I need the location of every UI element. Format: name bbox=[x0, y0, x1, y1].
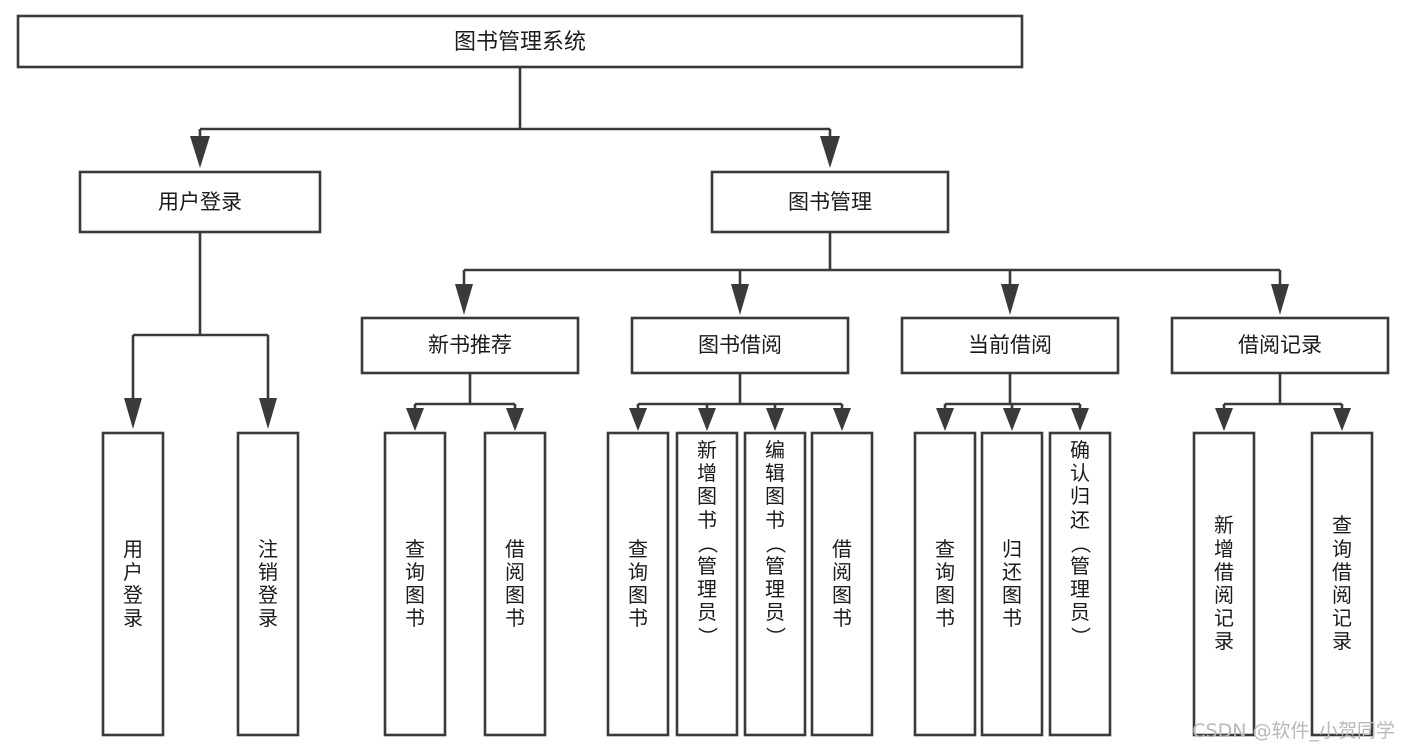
arrow-root-to-user-login bbox=[190, 136, 210, 168]
node-borrow-record-box[interactable] bbox=[1170, 316, 1390, 375]
arrow-bm-to-current-borrow bbox=[1001, 284, 1019, 315]
node-book-borrow[interactable]: 图书借阅 bbox=[630, 316, 850, 375]
connector-group-user-login bbox=[124, 232, 277, 429]
node-book-borrow-label: 图书借阅 bbox=[698, 333, 782, 357]
node-user-login-box[interactable] bbox=[78, 170, 322, 234]
arrow-bb-leaf4 bbox=[833, 408, 851, 431]
leaf-box-user-login-1[interactable] bbox=[101, 431, 165, 737]
arrow-bb-leaf1 bbox=[629, 408, 647, 431]
node-current-borrow-box[interactable] bbox=[900, 316, 1120, 375]
connector-group-new-book bbox=[406, 373, 524, 431]
arrow-bb-leaf2 bbox=[698, 408, 716, 431]
watermark-text: CSDN @软件_小贺同学 bbox=[1192, 720, 1395, 742]
leaf-box-borrow-record-2[interactable] bbox=[1310, 431, 1374, 737]
node-current-borrow[interactable]: 当前借阅 bbox=[900, 316, 1120, 375]
arrow-br-leaf1 bbox=[1215, 408, 1233, 431]
arrow-nb-leaf2 bbox=[506, 408, 524, 431]
node-root-label: 图书管理系统 bbox=[454, 30, 586, 55]
leaf-box-book-borrow-2[interactable] bbox=[675, 431, 739, 737]
leaf-box-borrow-record-1[interactable] bbox=[1192, 431, 1256, 737]
arrow-cb-leaf3 bbox=[1071, 408, 1089, 431]
node-new-book-box[interactable] bbox=[360, 316, 580, 375]
node-user-login[interactable]: 用户登录 bbox=[78, 170, 322, 234]
leaf-box-current-borrow-2[interactable] bbox=[980, 431, 1044, 737]
arrow-cb-leaf2 bbox=[1003, 408, 1021, 431]
node-book-mgmt-box[interactable] bbox=[710, 170, 950, 234]
node-borrow-record[interactable]: 借阅记录 bbox=[1170, 316, 1390, 375]
connector-group-current-borrow bbox=[936, 373, 1089, 431]
arrow-br-leaf2 bbox=[1333, 408, 1351, 431]
leaf-box-new-book-1[interactable] bbox=[383, 431, 447, 737]
node-book-mgmt[interactable]: 图书管理 bbox=[710, 170, 950, 234]
leaf-box-book-borrow-4[interactable] bbox=[810, 431, 874, 737]
node-new-book-label: 新书推荐 bbox=[428, 333, 512, 357]
node-root[interactable]: 图书管理系统 bbox=[16, 14, 1024, 69]
leaf-box-current-borrow-3[interactable] bbox=[1048, 431, 1112, 737]
arrow-bm-to-borrow-record bbox=[1271, 284, 1289, 315]
leaf-box-current-borrow-1[interactable] bbox=[913, 431, 977, 737]
node-current-borrow-label: 当前借阅 bbox=[968, 333, 1052, 357]
connector-group-book-borrow bbox=[629, 373, 851, 431]
leaf-box-user-login-2[interactable] bbox=[236, 431, 300, 737]
leaf-box-new-book-2[interactable] bbox=[483, 431, 547, 737]
node-book-mgmt-label: 图书管理 bbox=[788, 190, 872, 214]
arrow-root-to-book-mgmt bbox=[820, 136, 840, 168]
connector-group-root bbox=[190, 67, 840, 168]
arrow-bm-to-new-book bbox=[455, 284, 473, 315]
node-new-book[interactable]: 新书推荐 bbox=[360, 316, 580, 375]
arrow-nb-leaf1 bbox=[406, 408, 424, 431]
arrow-user-login-leaf2 bbox=[259, 398, 277, 429]
leaf-box-book-borrow-1[interactable] bbox=[606, 431, 670, 737]
connector-group-borrow-record bbox=[1215, 373, 1351, 431]
arrow-bb-leaf3 bbox=[766, 408, 784, 431]
connector-group-book-mgmt bbox=[455, 232, 1289, 315]
leaf-box-book-borrow-3[interactable] bbox=[743, 431, 807, 737]
arrow-user-login-leaf1 bbox=[124, 398, 142, 429]
node-user-login-label: 用户登录 bbox=[158, 190, 242, 214]
node-book-borrow-box[interactable] bbox=[630, 316, 850, 375]
node-borrow-record-label: 借阅记录 bbox=[1238, 333, 1322, 357]
node-root-box[interactable] bbox=[16, 14, 1024, 69]
arrow-cb-leaf1 bbox=[936, 408, 954, 431]
arrow-bm-to-book-borrow bbox=[731, 284, 749, 315]
